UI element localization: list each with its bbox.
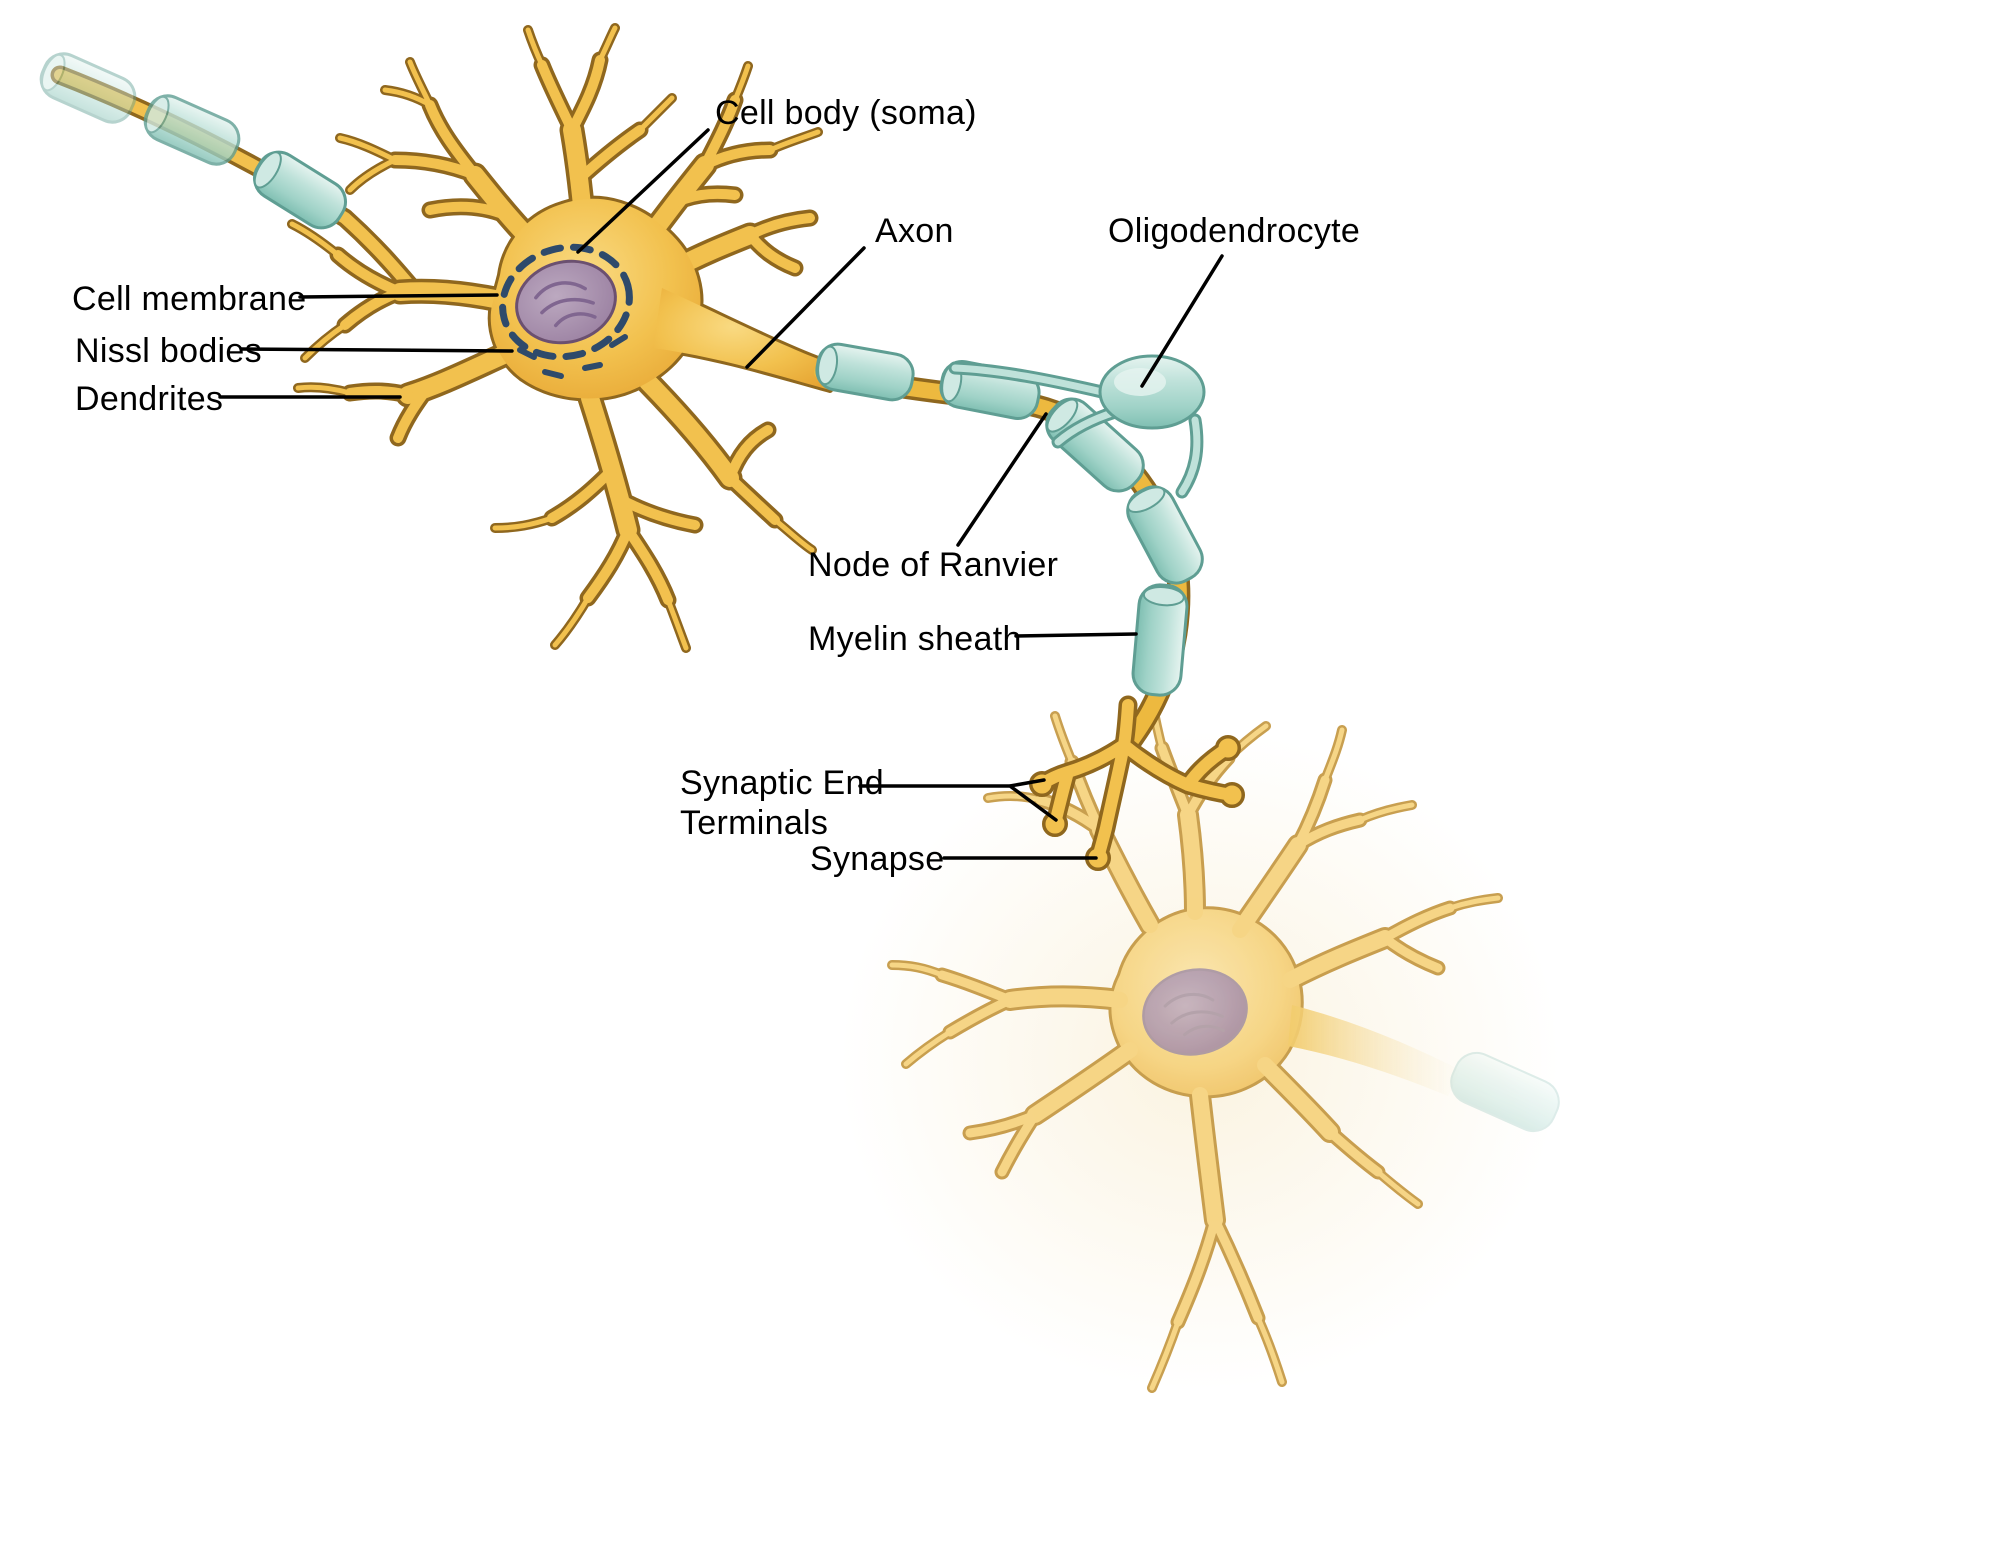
label-synaptic-end-terminals: Synaptic End Terminals — [680, 764, 884, 842]
axon-leader — [745, 246, 866, 369]
label-oligodendrocyte: Oligodendrocyte — [1108, 212, 1361, 250]
incoming-myelin-segment — [143, 94, 241, 166]
label-node-of-ranvier: Node of Ranvier — [808, 546, 1059, 584]
cell-membrane-leader — [298, 293, 499, 299]
synaptic-terminals-leader — [858, 778, 1058, 822]
synaptic-end-terminals — [1029, 705, 1245, 871]
postsynaptic-neuron — [892, 702, 1560, 1388]
myelin-sheath-segments — [815, 342, 1204, 697]
leader-lines — [218, 128, 1224, 860]
neuron2-faded-myelin — [1450, 1051, 1560, 1133]
label-cell-membrane: Cell membrane — [72, 280, 307, 318]
myelin-sheath-leader — [1014, 632, 1138, 638]
oligodendrocyte-leader — [1140, 254, 1224, 388]
label-cell-body: Cell body (soma) — [715, 94, 977, 132]
incoming-myelin-segment — [253, 150, 347, 230]
incoming-axon — [39, 52, 415, 292]
incoming-myelin-segment — [39, 52, 137, 124]
myelin-segment — [1126, 485, 1204, 585]
label-nissl-bodies: Nissl bodies — [75, 332, 262, 370]
label-dendrites: Dendrites — [75, 380, 224, 418]
neuron2-nucleus — [1142, 968, 1248, 1056]
nissl-bodies — [499, 243, 633, 379]
oligodendrocyte-cell — [948, 354, 1206, 499]
myelin-segment — [1045, 397, 1145, 493]
nucleus — [515, 259, 617, 345]
myelin-segment — [1131, 583, 1189, 697]
main-neuron — [292, 28, 1179, 746]
myelin-segment — [815, 342, 915, 402]
node-of-ranvier-leader — [956, 412, 1048, 547]
label-axon: Axon — [875, 212, 954, 250]
neuron2-axon — [1288, 1005, 1460, 1096]
nissl-bodies-leader — [240, 347, 514, 353]
label-myelin-sheath: Myelin sheath — [808, 620, 1022, 658]
cell-body-leader — [576, 128, 710, 254]
label-synapse: Synapse — [810, 840, 945, 878]
